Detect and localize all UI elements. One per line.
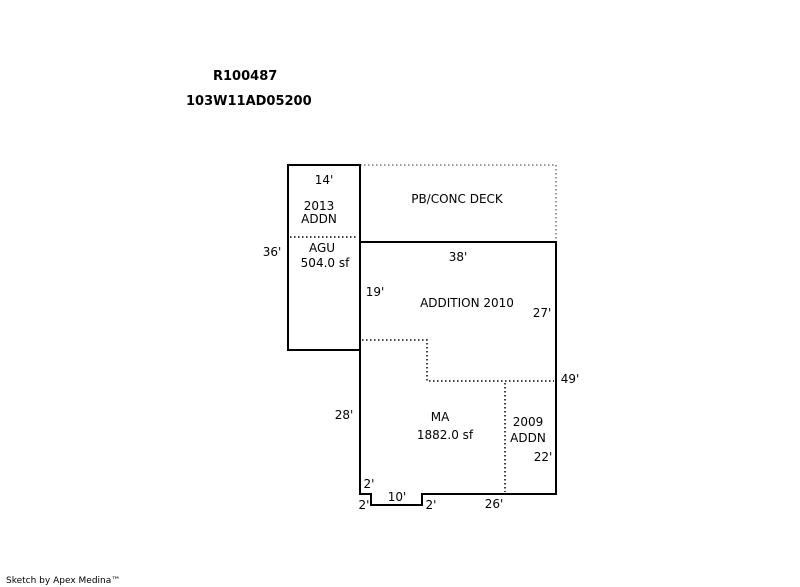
- deck-outline: [360, 164, 557, 242]
- addn-2013-label-line1: 2013: [304, 199, 335, 213]
- account-number: R100487: [213, 69, 277, 84]
- ma-area: 1882.0 sf: [417, 428, 474, 442]
- map-tax-lot: 103W11AD05200: [186, 94, 312, 109]
- dim-2-right: 2': [426, 498, 437, 512]
- dim-2-upper: 2': [364, 477, 375, 491]
- main-house-outline: [359, 241, 557, 506]
- addition-2010-label: ADDITION 2010: [420, 296, 514, 310]
- deck-label: PB/CONC DECK: [411, 192, 504, 206]
- dim-49: 49': [561, 372, 580, 386]
- sketch-credit: Sketch by Apex Medina™: [6, 576, 120, 586]
- dim-2-left: 2': [359, 498, 370, 512]
- dim-14: 14': [315, 173, 334, 187]
- dim-27: 27': [533, 306, 552, 320]
- dim-26: 26': [485, 497, 504, 511]
- addn-2009-label-line1: 2009: [513, 415, 544, 429]
- dim-36: 36': [263, 245, 282, 259]
- addition-2010-divider: [362, 339, 554, 382]
- ma-label: MA: [431, 410, 450, 424]
- agu-label: AGU: [309, 241, 335, 255]
- dim-19: 19': [366, 285, 385, 299]
- dim-22: 22': [534, 450, 553, 464]
- dim-28: 28': [335, 408, 354, 422]
- dim-10: 10': [388, 490, 407, 504]
- addn-2009-label-line2: ADDN: [510, 431, 546, 445]
- dim-38: 38': [449, 250, 468, 264]
- addn-2013-label-line2: ADDN: [301, 212, 337, 226]
- agu-area: 504.0 sf: [301, 256, 350, 270]
